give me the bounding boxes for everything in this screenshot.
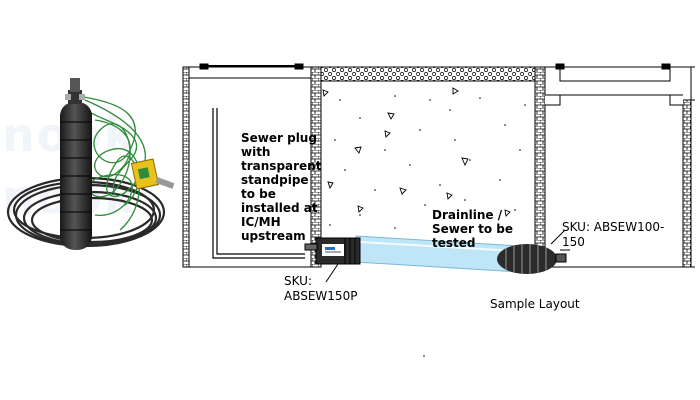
- drainline-caption: Drainline / Sewer to be tested: [432, 208, 513, 250]
- sku-right-label: SKU: ABSEW100-150: [562, 220, 665, 249]
- sewer-plug-photo: [6, 78, 175, 250]
- gravel-layer: [320, 66, 536, 82]
- stray-dot: [423, 355, 425, 357]
- right-manhole-wall-right: [682, 99, 692, 268]
- plug-fitting: [68, 90, 82, 104]
- yellow-tag: [130, 158, 175, 190]
- sewer-plug-caption: Sewer plug with transparent standpipe to…: [241, 131, 322, 243]
- standpipe: [212, 108, 305, 259]
- right-plug: [497, 229, 570, 274]
- left-manhole-wall-left: [182, 66, 190, 268]
- section-diagram: [182, 63, 695, 268]
- right-manhole-wall-left: [534, 66, 546, 268]
- sample-layout-caption: Sample Layout: [490, 297, 580, 311]
- backfill-stones: [322, 87, 511, 217]
- left-plug: [304, 237, 361, 283]
- sku-left-label: SKU: ABSEW150P: [284, 274, 358, 303]
